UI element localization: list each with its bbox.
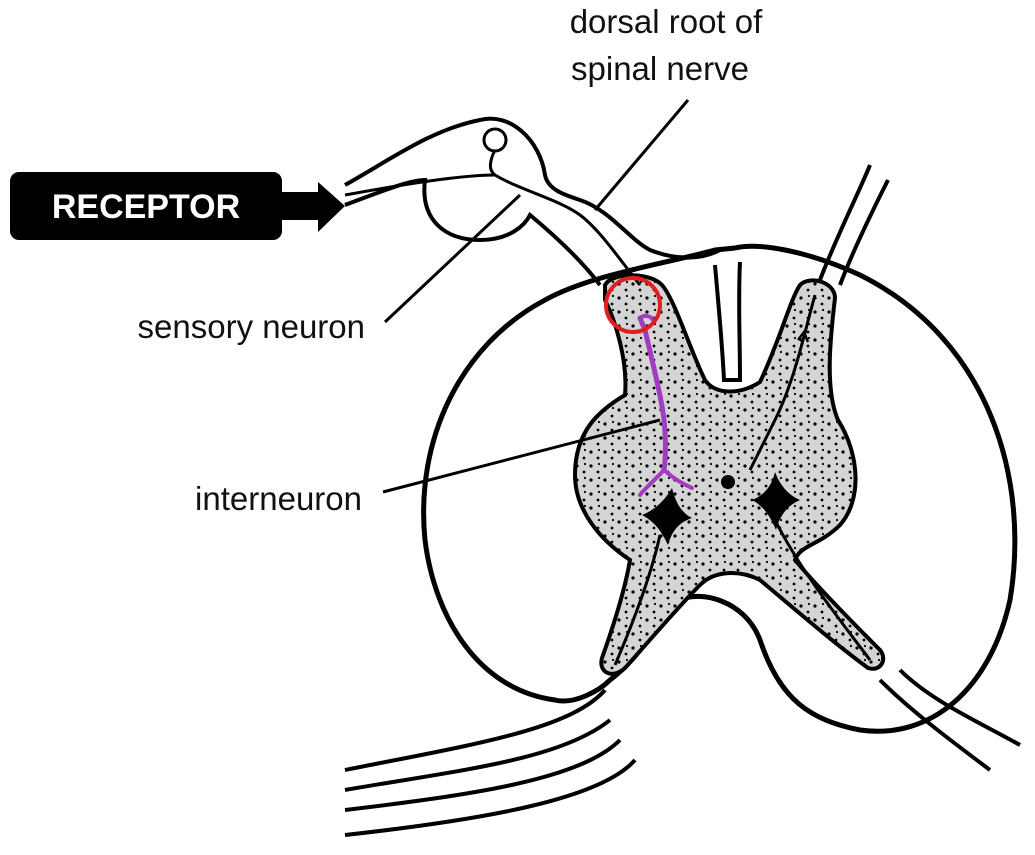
receptor-arrow (280, 182, 345, 232)
receptor-label: RECEPTOR (52, 188, 240, 226)
sensory-neuron-label: sensory neuron (138, 308, 365, 345)
central-canal (721, 475, 735, 489)
leader-line-sensory-neuron (385, 195, 520, 322)
right-dorsal-rootlet (820, 165, 870, 280)
sensory-axon (490, 150, 640, 285)
leader-line-dorsal-root (595, 100, 688, 210)
dorsal-root-ganglion (345, 119, 720, 258)
sensory-dendrite (345, 175, 495, 195)
ventral-root-left-4 (345, 760, 635, 835)
right-dorsal-rootlet-2 (840, 180, 888, 285)
dorsal-root-lower (345, 180, 600, 285)
ventral-root-left-2 (345, 720, 610, 790)
ventral-root-left-3 (345, 740, 620, 810)
dorsal-root-label-line1: dorsal root of (570, 3, 763, 40)
interneuron-label: interneuron (195, 480, 362, 517)
sensory-neuron-cell-body (484, 129, 506, 151)
dorsal-root-label-line2: spinal nerve (571, 50, 749, 87)
